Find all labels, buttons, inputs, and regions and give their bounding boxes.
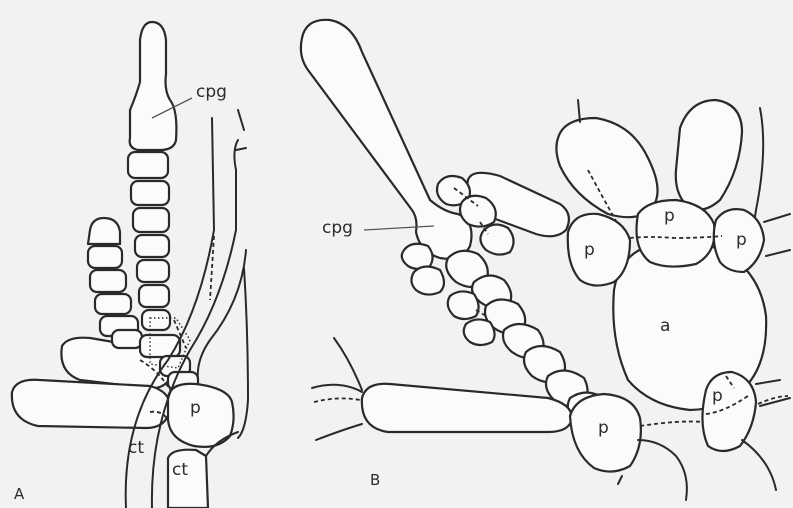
side-branch-tip [88,218,120,244]
upper-cell [556,118,657,217]
filament-wall [760,398,790,406]
pericentral-label-b3: p [736,232,747,249]
filament-wall [316,424,362,440]
side-cell [402,244,433,269]
pericentral-label-b4: p [712,388,723,405]
pit-connection [640,422,704,427]
filament-wall [578,100,580,122]
pericentral-label-a: p [190,400,201,417]
chain-cell [460,196,496,227]
axial-label: a [660,318,670,335]
branch-cell [131,181,169,205]
cpg-label-b: cpg [322,220,353,237]
branch-cell [137,260,169,282]
branch-cell [135,235,169,257]
side-branch-cell [112,330,142,348]
branch-cell [128,152,168,178]
cpg-label-a: cpg [196,84,227,101]
trichogyne-cell [130,22,177,150]
side-branch-cell [88,246,122,268]
side-branch-cell [95,294,131,314]
horizontal-cell [362,384,572,432]
side-cell [448,291,479,319]
filament-wall [238,110,244,130]
pericentral-cell [168,384,234,447]
upper-cell [676,100,742,210]
filament-wall [756,380,780,384]
branch-cell [142,310,170,330]
panel-b-drawing [301,20,790,500]
pit-connection [314,398,360,402]
side-branch-cell [90,270,126,292]
filament-wall [766,250,790,256]
pericentral-cell [568,214,630,286]
pericentral-label-b5: p [598,420,609,437]
filament-wall [334,338,362,390]
lateral-cell [12,380,170,428]
filament-wall [238,268,248,438]
pericentral-cell [702,372,756,451]
panel-b-label: B [370,472,380,489]
side-cell [411,266,444,294]
branch-cell [133,208,169,232]
basal-cell [140,335,180,357]
pericentral-cell [637,200,715,267]
panel-a-label: A [14,486,24,503]
branch-cell [139,285,169,307]
side-cell [464,319,495,345]
filament-wall [764,214,790,222]
filament-wall [742,440,776,490]
filament-wall [618,476,622,484]
filament-wall [638,440,687,500]
ct-label-1: ct [128,440,144,457]
filament-wall [236,148,246,150]
pericentral-label-b1: p [584,242,595,259]
pericentral-label-b2: p [664,208,675,225]
ct-label-2: ct [172,462,188,479]
filament-wall [312,385,362,392]
